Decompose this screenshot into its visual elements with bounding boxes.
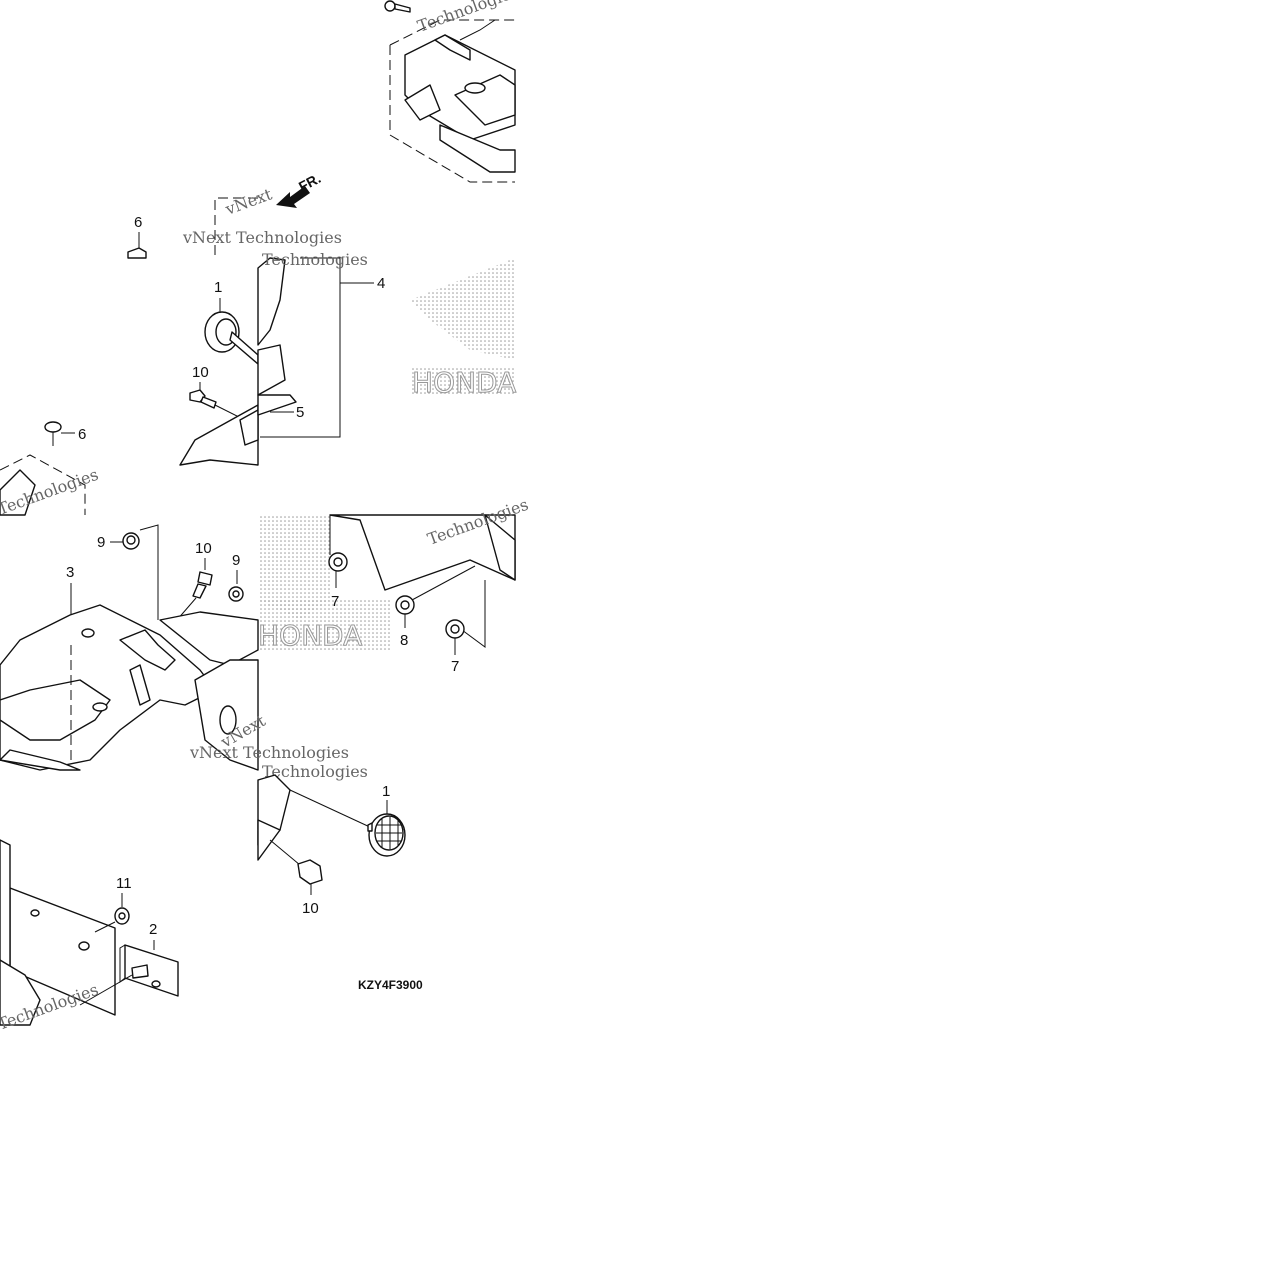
dashed-guide xyxy=(0,454,86,515)
svg-text:11: 11 xyxy=(116,875,132,892)
watermark-text: vNext Technologies xyxy=(182,228,342,247)
nut-7-left: 7 xyxy=(328,515,348,610)
svg-text:10: 10 xyxy=(192,364,209,381)
reflector-1: 1 xyxy=(289,783,406,857)
svg-text:4: 4 xyxy=(377,275,385,292)
callout-4-bracket: 4 xyxy=(260,257,385,438)
svg-text:7: 7 xyxy=(451,658,459,675)
watermark-text: vNext xyxy=(222,184,275,219)
lower-mount-edge xyxy=(257,774,291,861)
svg-text:10: 10 xyxy=(302,900,319,917)
fender-mount-plate xyxy=(329,514,516,591)
collar-9-left: 9 xyxy=(97,524,159,620)
washer-11: 11 xyxy=(94,875,132,933)
reflector-2: 2 xyxy=(79,921,179,1006)
dashed-guide xyxy=(214,197,258,258)
svg-text:9: 9 xyxy=(97,534,105,551)
svg-text:5: 5 xyxy=(296,404,304,421)
bolt-10-upper: 10 xyxy=(189,364,256,426)
collar-9-right: 9 xyxy=(228,552,244,602)
svg-text:8: 8 xyxy=(400,632,408,649)
brand-watermark-lower: HONDA xyxy=(258,515,390,653)
svg-text:10: 10 xyxy=(195,540,212,557)
svg-text:6: 6 xyxy=(78,426,86,443)
svg-text:7: 7 xyxy=(331,593,339,610)
svg-text:1: 1 xyxy=(382,783,390,800)
callout-6-upper: 6 xyxy=(127,214,147,259)
mudguard-flap xyxy=(179,257,297,466)
brand-watermark-upper: HONDA xyxy=(410,258,517,400)
rear-fender-3: 3 xyxy=(0,564,259,771)
grommet-1: 1 xyxy=(204,279,259,365)
callout-5: 5 xyxy=(270,404,304,421)
svg-text:HONDA: HONDA xyxy=(258,619,362,652)
watermark-text: Technologies xyxy=(262,250,368,269)
nut-7-right: 7 xyxy=(445,580,486,675)
svg-text:2: 2 xyxy=(149,921,157,938)
watermark-text: Technologies xyxy=(262,762,368,781)
license-plate-bracket xyxy=(0,839,116,1026)
svg-text:1: 1 xyxy=(214,279,222,296)
front-direction-arrow: FR. xyxy=(276,170,323,208)
bolt-10-lower: 10 xyxy=(269,839,323,917)
screw-6-lower: 6 xyxy=(44,421,86,446)
fender-edge xyxy=(0,469,36,516)
watermark-text: Technologies xyxy=(415,0,521,36)
watermark-text: vNext Technologies xyxy=(189,743,349,762)
svg-text:9: 9 xyxy=(232,552,240,569)
svg-text:6: 6 xyxy=(134,214,142,231)
svg-text:HONDA: HONDA xyxy=(412,366,516,399)
svg-text:3: 3 xyxy=(66,564,74,581)
nut-8: 8 xyxy=(395,565,476,649)
diagram-code: KZY4F3900 xyxy=(358,978,423,992)
rear-tray-assembly xyxy=(384,0,516,183)
